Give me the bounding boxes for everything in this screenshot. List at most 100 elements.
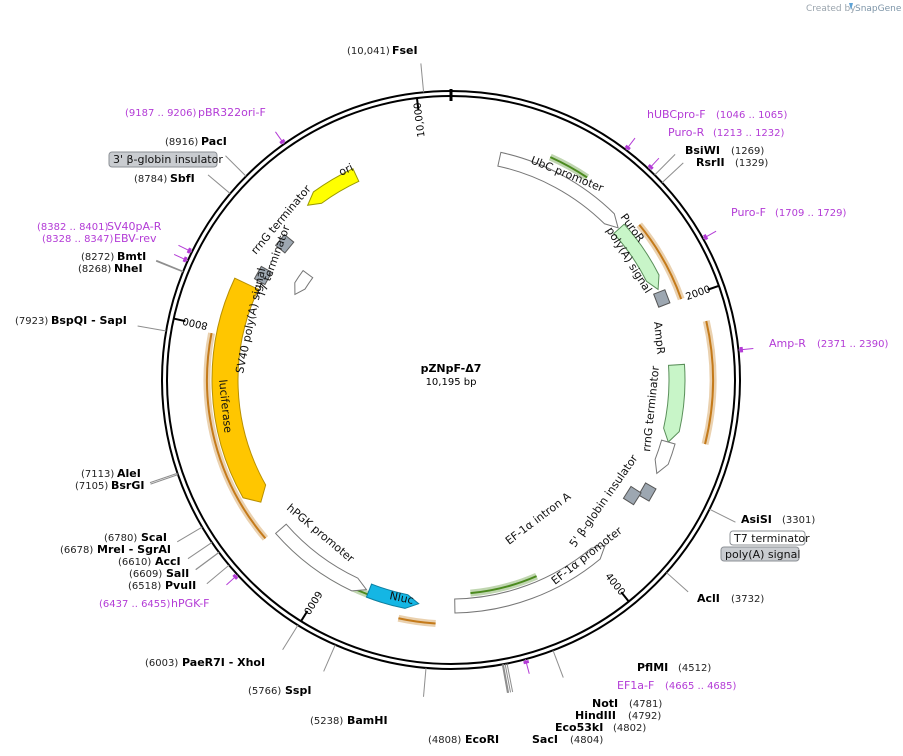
boxed-label-t7-terminator: T7 terminator — [733, 532, 810, 545]
primer-name: EBV-rev — [114, 232, 157, 245]
feature-polya-block-right — [653, 289, 671, 308]
site-leader-line — [502, 664, 510, 693]
primer-name: Puro-F — [731, 206, 766, 219]
site-pos: (6003) — [145, 658, 178, 669]
primer-pos: (8382 .. 8401) — [37, 222, 109, 233]
site-leader-line — [504, 663, 512, 693]
site-pos: (3732) — [731, 594, 764, 605]
site-name: AleI — [117, 467, 141, 480]
site-name: PvuII — [165, 579, 196, 592]
site-pos: (8268) — [78, 264, 111, 275]
primer-labels: (9187 .. 9206) pBR322ori-F (8382 .. 8401… — [37, 106, 889, 692]
site-leader-line — [225, 155, 247, 177]
site-pos: (5766) — [248, 686, 281, 697]
site-pos: (5238) — [310, 716, 343, 727]
site-leader-line — [207, 174, 231, 194]
box-t7-terminator — [729, 530, 806, 546]
primer-pos: (2371 .. 2390) — [817, 339, 889, 350]
site-pos: (4802) — [613, 723, 646, 734]
primer-name: Puro-R — [668, 126, 705, 139]
feature-label-ampr: AmpR — [651, 321, 667, 355]
site-leader-line — [552, 650, 564, 678]
site-pos: (1329) — [735, 158, 768, 169]
site-pos: (10,041) — [347, 46, 390, 57]
boxed-label-3-beta-globin: 3' β-globin insulator — [113, 153, 223, 166]
site-leader-line — [187, 541, 213, 560]
site-leader-line — [282, 624, 299, 651]
scale-tick-label: 4000 — [602, 571, 627, 598]
feature-sv40-block — [253, 265, 273, 286]
site-leader-line — [156, 259, 184, 272]
site-leader-lines — [137, 63, 736, 697]
feature-ori-arrow — [306, 167, 360, 206]
site-name: PacI — [201, 135, 227, 148]
site-leader-line — [206, 564, 230, 585]
site-leader-line — [137, 325, 167, 332]
site-pos: (6518) — [128, 581, 161, 592]
site-pos: (4512) — [678, 663, 711, 674]
primer-pos: (1046 .. 1065) — [716, 110, 788, 121]
site-pos: (8272) — [81, 252, 114, 263]
feature-ampr-arrow — [663, 363, 686, 443]
primer-marks — [173, 131, 754, 674]
site-name: PflMI — [637, 661, 668, 674]
watermark-name: SnapGene — [855, 4, 902, 14]
site-name: AccI — [155, 555, 181, 568]
site-leader-line — [195, 552, 220, 571]
primer-mark — [279, 138, 286, 145]
site-pos: (1269) — [731, 146, 764, 157]
primer-mark — [624, 144, 631, 151]
primer-mark — [232, 573, 239, 580]
site-labels: (10,041) FseI (8916) PacI (8784) SbfI (8… — [15, 44, 815, 746]
site-leader-line — [323, 644, 336, 672]
boxed-label-polya-signal: poly(A) signal — [725, 548, 800, 561]
feature-label-luciferase: luciferase — [216, 379, 235, 434]
scale-tick — [707, 284, 720, 291]
site-leader-line — [666, 572, 689, 593]
primer-name: hPGK-F — [171, 597, 209, 610]
site-pos: (8916) — [165, 137, 198, 148]
site-pos: (7105) — [75, 481, 108, 492]
site-leader-line — [661, 162, 684, 184]
site-leader-line — [709, 508, 736, 523]
site-name: SacI — [532, 733, 558, 746]
site-leader-line — [176, 526, 203, 543]
feature-label-nluc: Nluc — [388, 589, 414, 607]
primer-name: EF1a-F — [617, 679, 654, 692]
site-pos: (6609) — [129, 569, 162, 580]
site-pos: (3301) — [782, 515, 815, 526]
site-name: SalI — [166, 567, 189, 580]
box-3-beta-globin — [108, 151, 218, 168]
site-name: AsiSI — [741, 513, 772, 526]
orf-arc — [398, 617, 436, 625]
site-leader-line — [654, 154, 676, 176]
primer-name: Amp-R — [769, 337, 806, 350]
primer-pos: (9187 .. 9206) — [125, 108, 197, 119]
orf-arc — [638, 224, 683, 300]
site-name: RsrII — [696, 156, 725, 169]
site-pos: (6610) — [118, 557, 151, 568]
primer-pos: (1213 .. 1232) — [713, 128, 785, 139]
box-polya-signal — [720, 546, 800, 562]
site-name: MreI - SgrAI — [97, 543, 171, 556]
feature-ef1a-promoter-arrow — [454, 544, 606, 614]
site-name: AclI — [697, 592, 720, 605]
site-name: PaeR7I - XhoI — [182, 656, 265, 669]
site-leader-line — [423, 667, 427, 697]
plasmid-name: pZNpF-Δ7 — [421, 362, 482, 375]
feature-label-rrng-right: rrnG terminator — [640, 365, 662, 452]
orf-arc — [206, 332, 267, 540]
feature-t7-terminator-left-arrow — [294, 269, 314, 296]
site-name: SspI — [285, 684, 311, 697]
site-name: SbfI — [170, 172, 195, 185]
site-name: NotI — [592, 697, 618, 710]
primer-name: SV40pA-R — [107, 220, 162, 233]
site-name: BmtI — [117, 250, 146, 263]
site-name: BspQI - SapI — [51, 314, 127, 327]
site-name: ScaI — [141, 531, 167, 544]
site-leader-line — [420, 63, 425, 93]
feature-hpgk-promoter-arrow — [274, 523, 368, 592]
feature-ubc-promoter-arrow — [497, 151, 619, 229]
scale-tick-label: 6000 — [301, 589, 324, 616]
